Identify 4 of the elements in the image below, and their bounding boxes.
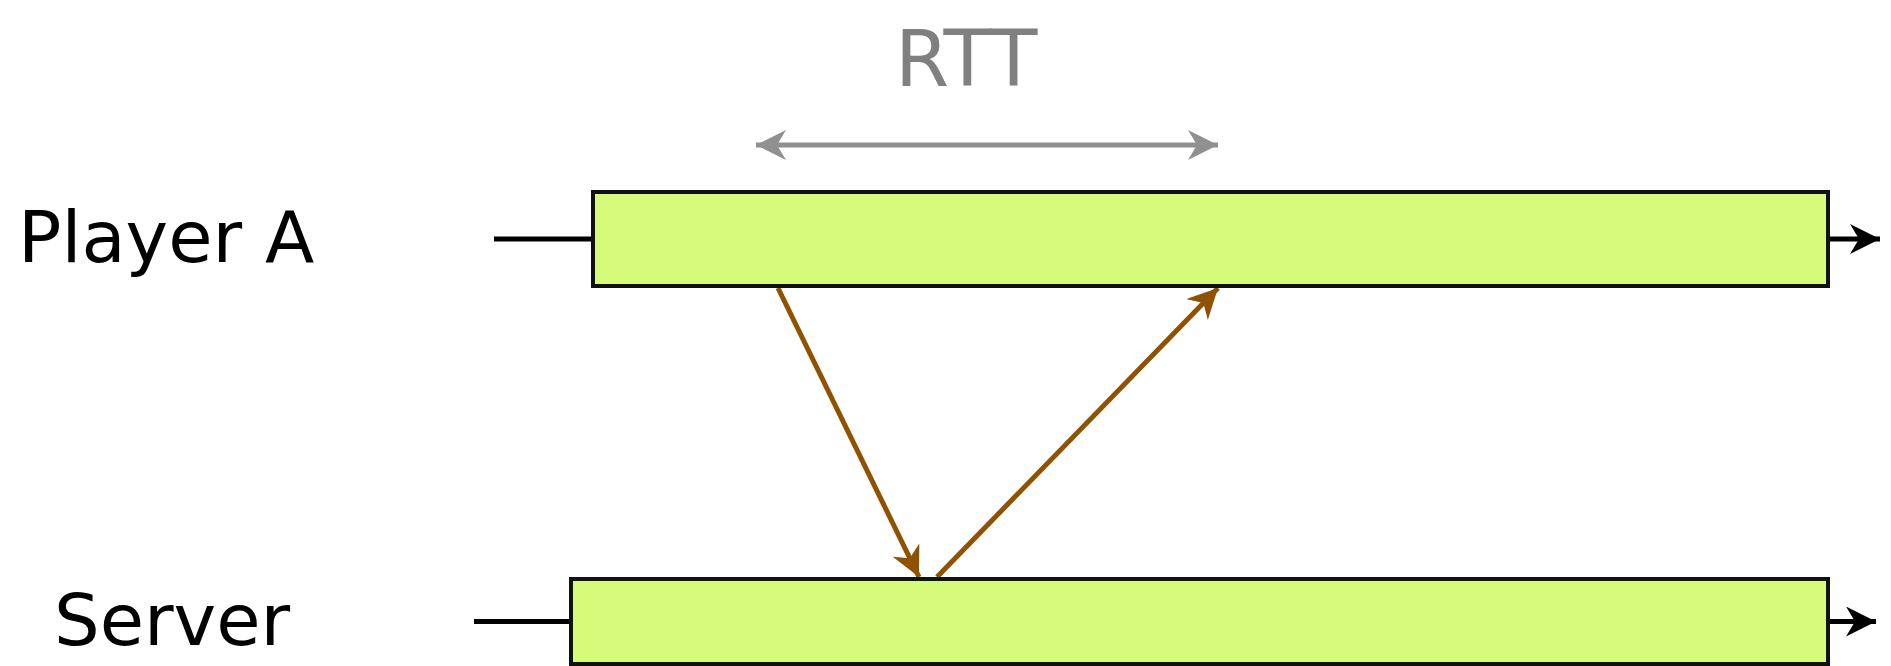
message-arrow xyxy=(775,286,922,579)
message-arrow xyxy=(935,286,1220,579)
lane-label: Server xyxy=(54,583,291,656)
interval-label: RTT xyxy=(895,20,1038,98)
